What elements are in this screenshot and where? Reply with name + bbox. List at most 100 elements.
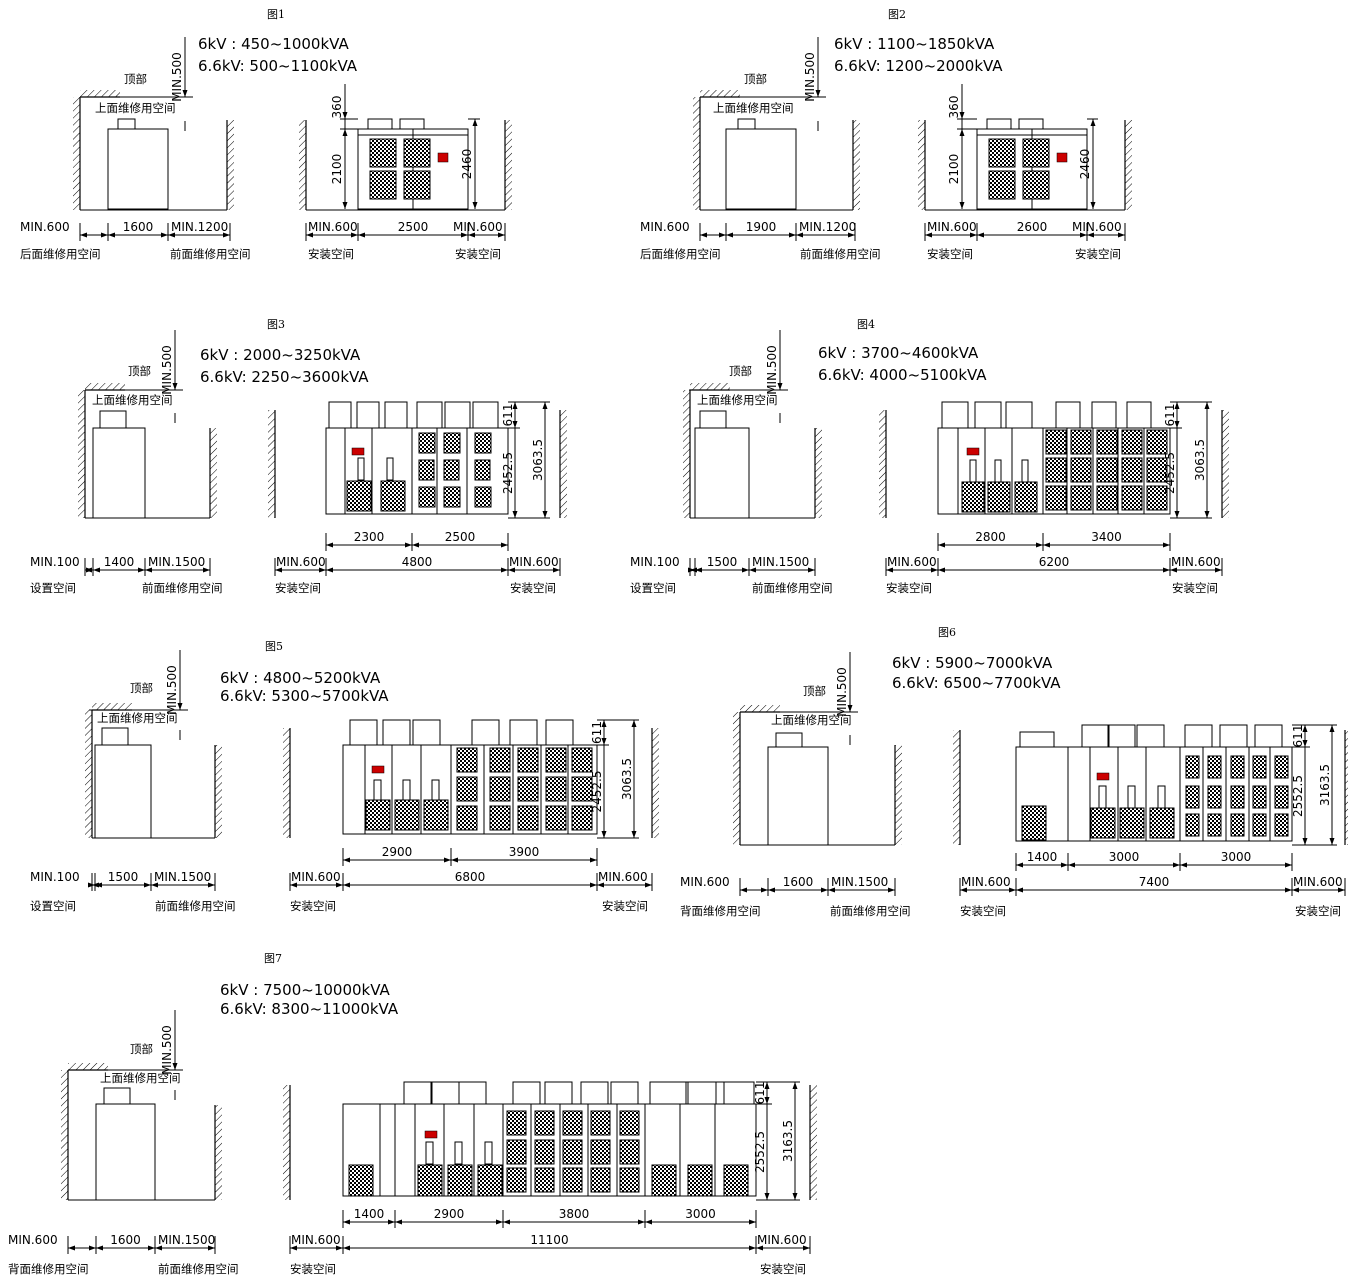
dimension-arrowhead bbox=[172, 383, 178, 390]
install-space-left-label: 安装空间 bbox=[960, 904, 1006, 918]
mesh-panel bbox=[369, 170, 397, 200]
dimension-label: 1600 bbox=[110, 1233, 141, 1247]
wall-hatch bbox=[879, 410, 886, 518]
mesh-panel bbox=[571, 805, 593, 831]
mesh-panel bbox=[1252, 785, 1267, 809]
cooling-fan-cap bbox=[416, 401, 443, 429]
wall-hatch bbox=[815, 428, 822, 518]
mesh-panel bbox=[443, 432, 461, 454]
dimension-arrowhead bbox=[498, 232, 505, 238]
spec-6kv-range: 6kV : 2000~3250kVA bbox=[200, 346, 361, 364]
dimension-arrowhead bbox=[1043, 542, 1050, 548]
dimension-arrowhead bbox=[848, 232, 855, 238]
mesh-panel bbox=[1252, 813, 1267, 837]
mesh-panel bbox=[619, 1167, 640, 1193]
dimension-arrowhead bbox=[343, 882, 350, 888]
cooling-fan-cap bbox=[1136, 724, 1165, 748]
install-space-left-label: 安装空间 bbox=[290, 899, 336, 913]
side-right-clearance: MIN.1500 bbox=[752, 555, 809, 569]
dimension-arrowhead bbox=[1016, 862, 1023, 868]
height-total: 3063.5 bbox=[620, 758, 634, 800]
dimension-label: 2500 bbox=[445, 530, 476, 544]
front-right-clearance: MIN.600 bbox=[757, 1233, 807, 1247]
spec-6kv-range: 6kV : 1100~1850kVA bbox=[834, 35, 995, 53]
dimension-arrowhead bbox=[412, 542, 419, 548]
dimension-arrowhead bbox=[695, 567, 702, 573]
dimension-arrowhead bbox=[342, 112, 348, 119]
figure-title: 图7 bbox=[264, 952, 282, 965]
bushing bbox=[994, 459, 1002, 483]
wall-hatch bbox=[85, 710, 92, 838]
dimension-arrowhead bbox=[326, 542, 333, 548]
mesh-panel bbox=[988, 138, 1016, 168]
dimension-arrowhead bbox=[151, 882, 158, 888]
dimension-arrowhead bbox=[700, 232, 707, 238]
cabinet-side-outline bbox=[694, 427, 750, 519]
cabinet-side-outline bbox=[767, 746, 829, 846]
top-clearance-label: MIN.500 bbox=[765, 345, 779, 395]
top-service-space-label: 上面维修用空间 bbox=[100, 1071, 181, 1085]
dimension-arrowhead bbox=[472, 119, 478, 126]
dimension-arrowhead bbox=[1204, 511, 1210, 518]
mesh-panel bbox=[562, 1139, 583, 1165]
height-cabinet: 2452.5 bbox=[1163, 452, 1177, 494]
top-label: 顶部 bbox=[803, 684, 826, 698]
mesh-panel bbox=[489, 776, 511, 802]
cooling-fan-cap bbox=[1126, 401, 1152, 429]
dimension-arrowhead bbox=[496, 1219, 503, 1225]
dimension-arrowhead bbox=[808, 567, 815, 573]
wall-hatch bbox=[73, 97, 80, 210]
height-top-section: 611 bbox=[1163, 404, 1177, 427]
figure-title: 图2 bbox=[888, 8, 906, 21]
dimension-arrowhead bbox=[631, 720, 637, 727]
top-service-space-label: 上面维修用空间 bbox=[92, 393, 173, 407]
dimension-arrowhead bbox=[847, 705, 853, 712]
dimension-label: 1600 bbox=[123, 220, 154, 234]
dimension-arrowhead bbox=[638, 1219, 645, 1225]
mesh-panel bbox=[988, 170, 1016, 200]
side-right-clearance: MIN.1500 bbox=[154, 870, 211, 884]
bushing bbox=[1021, 459, 1029, 483]
ceiling-hatch bbox=[690, 383, 730, 390]
dimension-arrowhead bbox=[1174, 421, 1180, 428]
cooling-fan-cap bbox=[1091, 401, 1117, 429]
ceiling-hatch bbox=[85, 383, 125, 390]
dimension-arrowhead bbox=[444, 857, 451, 863]
dimension-arrowhead bbox=[306, 232, 313, 238]
dimension-label: 3000 bbox=[685, 1207, 716, 1221]
cooling-fan-cap bbox=[356, 401, 380, 429]
wall-hatch bbox=[953, 730, 960, 845]
mesh-panel bbox=[1021, 805, 1047, 841]
dimension-arrowhead bbox=[1068, 862, 1075, 868]
cooling-fan-cap bbox=[349, 719, 378, 746]
height-total: 2460 bbox=[460, 149, 474, 180]
height-total: 3063.5 bbox=[531, 439, 545, 481]
side-left-space-label: 背面维修用空间 bbox=[680, 904, 761, 918]
dimension-label: 1600 bbox=[783, 875, 814, 889]
cooling-fan-cap bbox=[610, 1081, 639, 1105]
dimension-arrowhead bbox=[761, 887, 768, 893]
top-service-space-label: 上面维修用空间 bbox=[713, 101, 794, 115]
dimension-arrowhead bbox=[326, 567, 333, 573]
mesh-panel bbox=[474, 459, 491, 481]
dimension-arrowhead bbox=[597, 882, 604, 888]
mesh-panel bbox=[571, 747, 593, 773]
dimension-arrowhead bbox=[1180, 862, 1187, 868]
wall-hatch bbox=[560, 410, 567, 518]
spec-6p6kv-range: 6.6kV: 8300~11000kVA bbox=[220, 1000, 399, 1018]
front-left-clearance: MIN.600 bbox=[291, 870, 341, 884]
front-left-clearance: MIN.600 bbox=[927, 220, 977, 234]
height-cabinet: 2552.5 bbox=[753, 1131, 767, 1173]
dimension-arrowhead bbox=[1009, 887, 1016, 893]
cooling-fan-cap bbox=[1254, 724, 1283, 748]
mesh-panel bbox=[1045, 457, 1067, 483]
top-service-space-label: 上面维修用空间 bbox=[697, 393, 778, 407]
mesh-panel bbox=[1185, 813, 1200, 837]
mesh-panel bbox=[534, 1167, 555, 1193]
dimension-arrowhead bbox=[777, 383, 783, 390]
mesh-panel bbox=[456, 805, 478, 831]
dimension-arrowhead bbox=[405, 542, 412, 548]
